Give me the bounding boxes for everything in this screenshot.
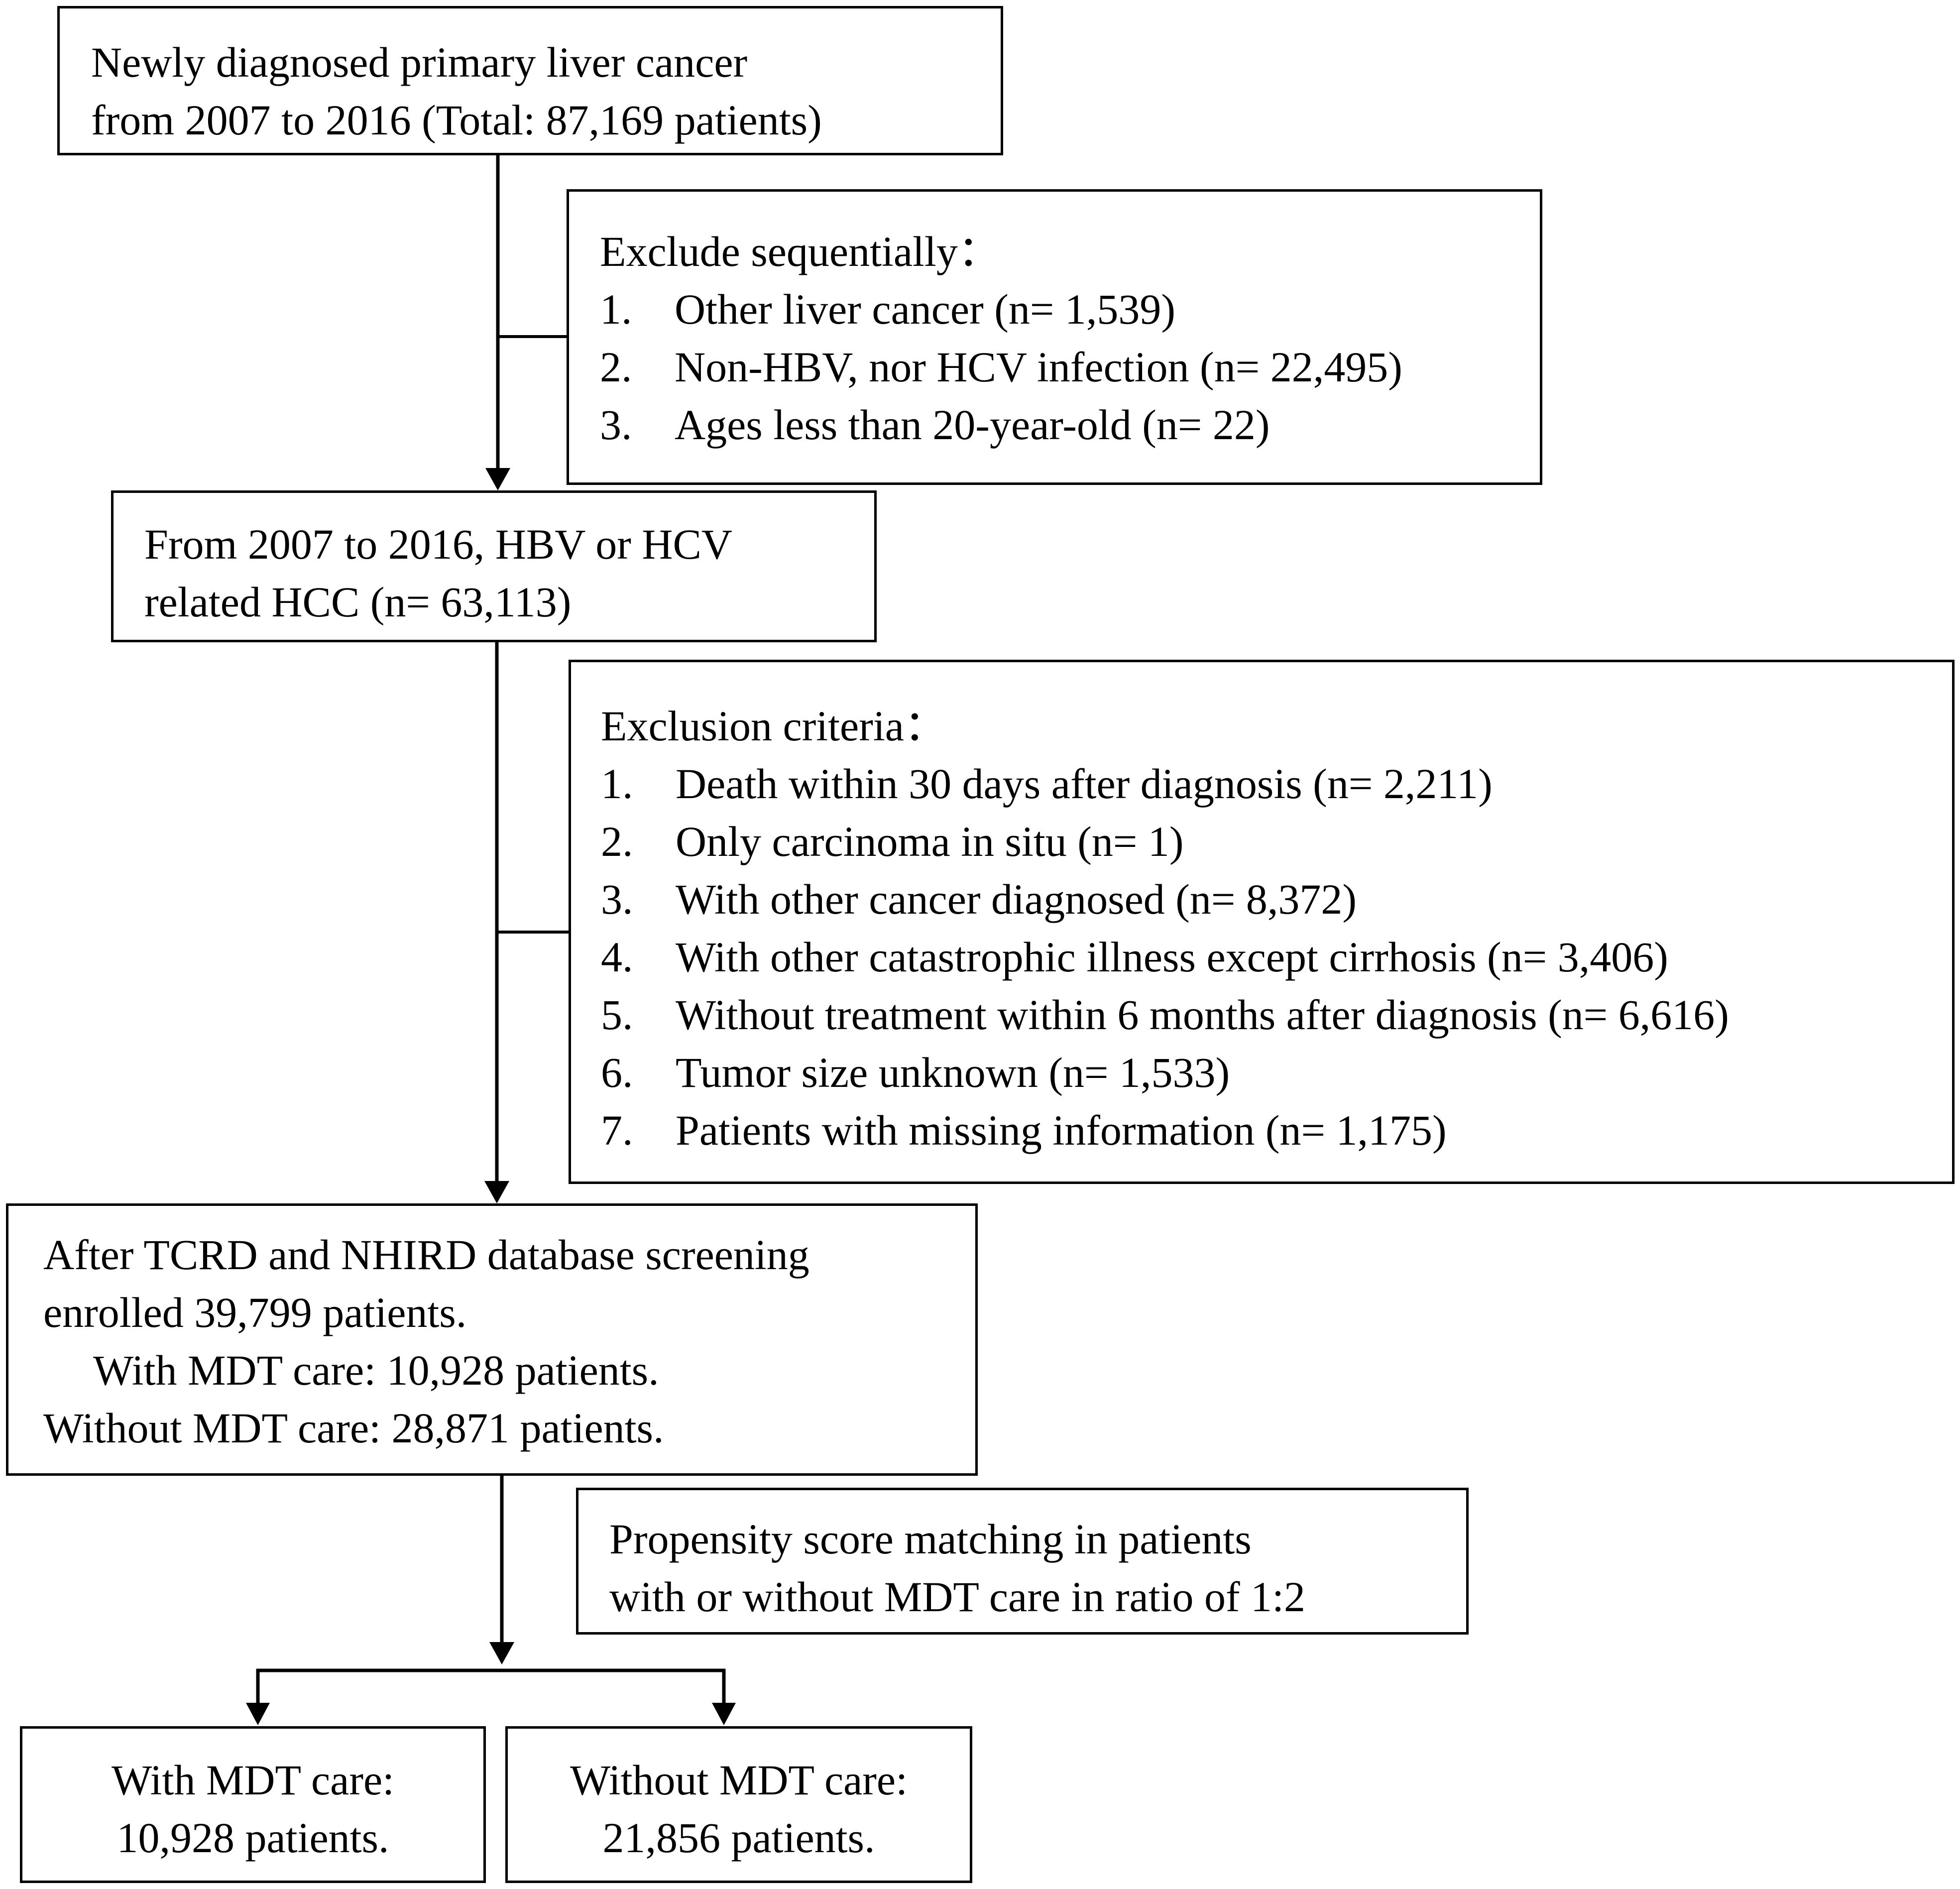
start-line: from 2007 to 2016 (Total: 87,169 patient… [91, 96, 822, 144]
item-number: 2. [601, 818, 633, 865]
exclusion-item: 5. Without treatment within 6 months afte… [601, 986, 1729, 1044]
matching-line: Propensity score matching in patients [609, 1515, 1252, 1563]
arrowhead-without-mdt [712, 1703, 736, 1725]
exclusion-item: 6. Tumor size unknown (n= 1,533) [601, 1044, 1729, 1101]
item-text: With other catastrophic illness except c… [676, 933, 1668, 981]
item-number: 2. [600, 343, 632, 391]
item-number: 1. [600, 285, 632, 333]
item-text: Other liver cancer (n= 1,539) [675, 285, 1176, 333]
exclusion-heading: Exclusion criteria： [601, 702, 947, 750]
exclusion-item: 1. Other liver cancer (n= 1,539) [600, 280, 1402, 338]
with-mdt-box: With MDT care: 10,928 patients. [20, 1726, 486, 1883]
item-text: Tumor size unknown (n= 1,533) [676, 1049, 1230, 1096]
arrowhead-with-mdt [246, 1703, 270, 1725]
start-box: Newly diagnosed primary liver cancer fro… [57, 6, 1003, 155]
arrowhead-split [489, 1642, 514, 1664]
exclusion-criteria-box: Exclusion criteria： 1. Death within 30 da… [569, 660, 1955, 1184]
item-text: Patients with missing information (n= 1,… [676, 1106, 1447, 1154]
exclusion-item: 7. Patients with missing information (n= … [601, 1101, 1729, 1159]
without-mdt-line: Without MDT care: [570, 1756, 908, 1804]
exclusion-item: 3. With other cancer diagnosed (n= 8,372) [601, 870, 1729, 928]
exclusion-item: 2. Non-HBV, nor HCV infection (n= 22,495) [600, 338, 1402, 396]
exclusion-item: 4. With other catastrophic illness except… [601, 928, 1729, 986]
enrolled-line: After TCRD and NHIRD database screening [43, 1231, 809, 1279]
exclusion-item: 2. Only carcinoma in situ (n= 1) [601, 813, 1729, 870]
exclusion-item: 1. Death within 30 days after diagnosis (… [601, 755, 1729, 813]
item-text: Only carcinoma in situ (n= 1) [676, 818, 1184, 865]
exclusion-heading: Exclude sequentially： [600, 228, 1001, 275]
item-number: 1. [601, 760, 633, 808]
item-text: With other cancer diagnosed (n= 8,372) [676, 875, 1357, 923]
cohort-box: From 2007 to 2016, HBV or HCV related HC… [111, 490, 877, 642]
with-mdt-line: 10,928 patients. [116, 1814, 389, 1862]
item-text: Death within 30 days after diagnosis (n=… [676, 760, 1493, 808]
start-line: Newly diagnosed primary liver cancer [91, 38, 748, 86]
cohort-line: related HCC (n= 63,113) [144, 578, 572, 626]
enrolled-line: With MDT care: 10,928 patients. [93, 1346, 659, 1394]
enrolled-line: enrolled 39,799 patients. [43, 1289, 467, 1336]
item-number: 3. [601, 875, 633, 923]
item-text: Non-HBV, nor HCV infection (n= 22,495) [675, 343, 1402, 391]
arrowhead-cohort [485, 468, 510, 490]
with-mdt-line: With MDT care: [111, 1756, 395, 1804]
item-number: 3. [600, 401, 632, 449]
arrowhead-enrolled [484, 1181, 509, 1203]
item-number: 5. [601, 991, 633, 1039]
exclusion-item: 3. Ages less than 20-year-old (n= 22) [600, 396, 1402, 454]
enrolled-line: Without MDT care: 28,871 patients. [43, 1404, 664, 1452]
item-number: 6. [601, 1049, 633, 1096]
without-mdt-line: 21,856 patients. [602, 1814, 875, 1862]
exclusion-box-sequential: Exclude sequentially： 1. Other liver canc… [567, 189, 1542, 485]
item-number: 7. [601, 1106, 633, 1154]
item-number: 4. [601, 933, 633, 981]
matching-box: Propensity score matching in patients wi… [576, 1488, 1469, 1635]
without-mdt-box: Without MDT care: 21,856 patients. [505, 1726, 972, 1883]
cohort-line: From 2007 to 2016, HBV or HCV [144, 520, 732, 568]
item-text: Ages less than 20-year-old (n= 22) [675, 401, 1270, 449]
enrolled-box: After TCRD and NHIRD database screening … [6, 1203, 978, 1476]
item-text: Without treatment within 6 months after … [676, 991, 1729, 1039]
matching-line: with or without MDT care in ratio of 1:2 [609, 1573, 1306, 1621]
